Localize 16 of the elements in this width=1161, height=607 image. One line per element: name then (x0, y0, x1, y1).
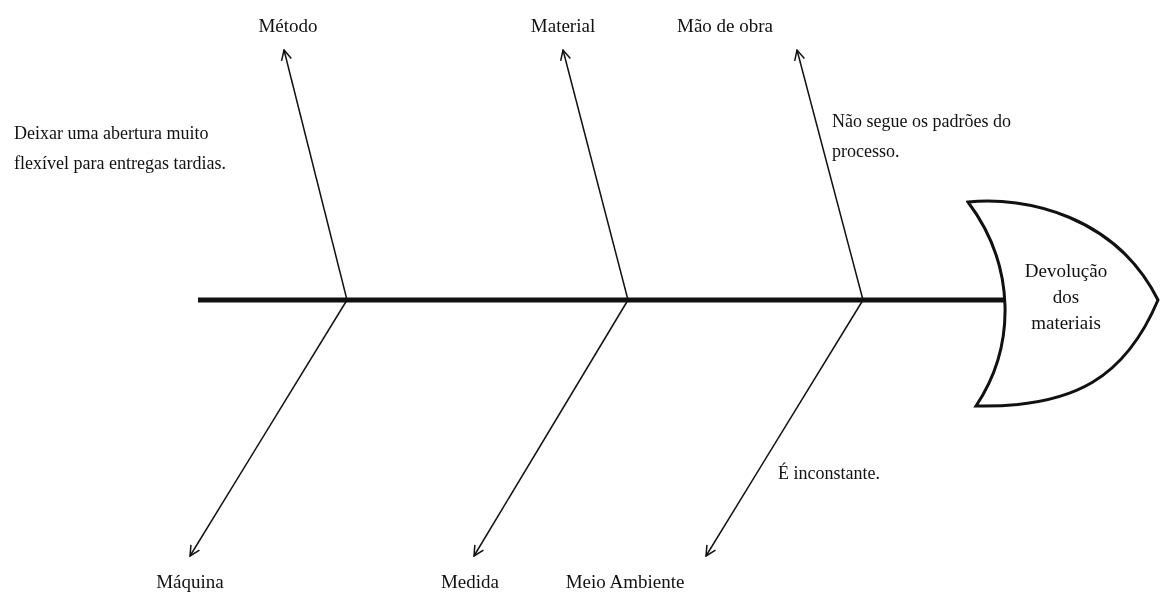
cause-note: Não segue os padrões do processo. (832, 110, 1012, 163)
bone-arrow (559, 49, 629, 301)
head-label: Devolução dos materiais (1023, 259, 1109, 335)
bone-arrow (705, 299, 864, 557)
category-label: Mão de obra (660, 14, 790, 48)
category-label: Método (240, 14, 336, 48)
bone-arrow (280, 49, 348, 301)
cause-note: É inconstante. (778, 461, 881, 485)
category-label: Material (515, 14, 611, 48)
category-label: Máquina (140, 556, 240, 596)
bone-arrow (189, 299, 348, 557)
bone-arrow (793, 49, 864, 301)
category-label: Meio Ambiente (560, 556, 690, 596)
bone-arrow (473, 299, 629, 557)
cause-note: Deixar uma abertura muito flexível para entregas tardias. (14, 122, 227, 175)
category-label: Medida (420, 556, 520, 596)
